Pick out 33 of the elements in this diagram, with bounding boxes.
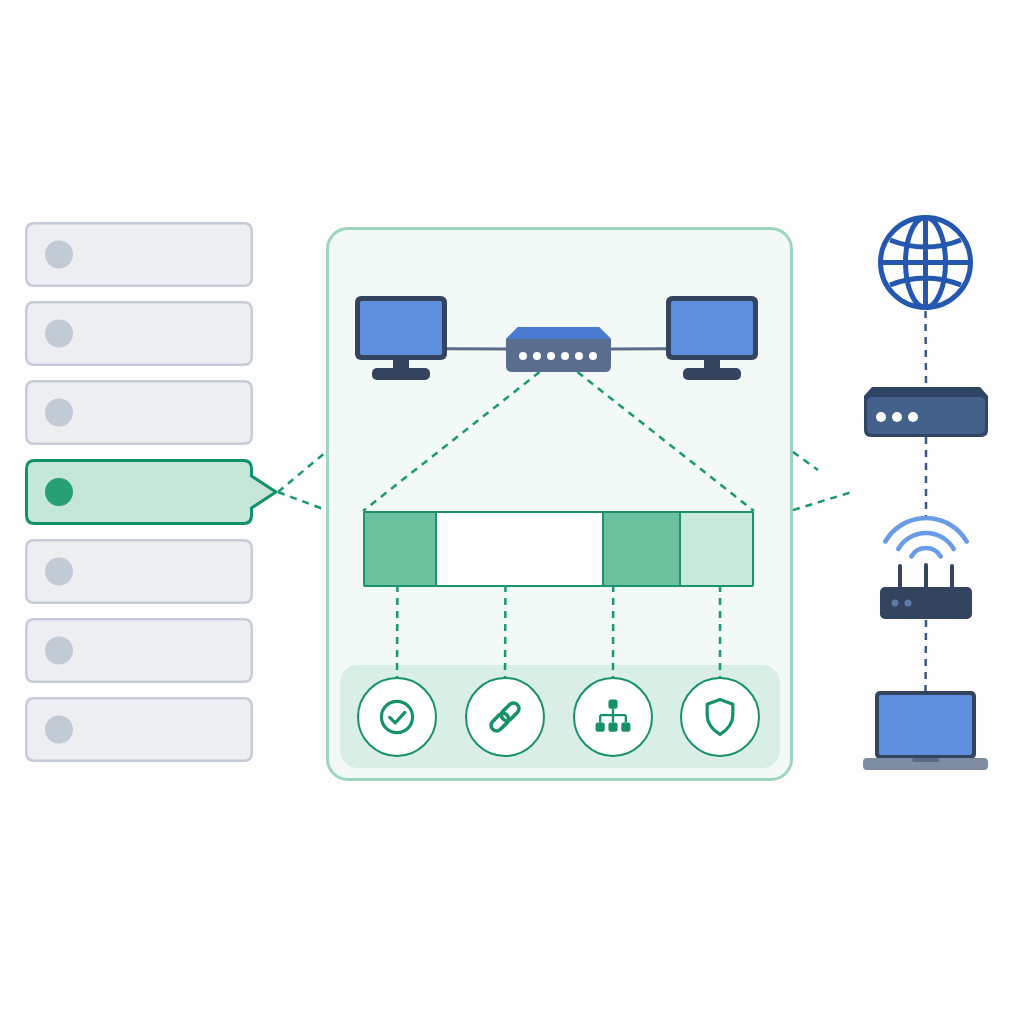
dashed-line	[576, 371, 755, 512]
icon-tray	[340, 665, 780, 768]
layer-bar	[25, 697, 253, 762]
monitor-icon	[355, 296, 447, 381]
dashed-line	[924, 620, 928, 691]
dashed-line	[792, 450, 819, 471]
dashed-line	[277, 450, 327, 493]
segmented-bar	[363, 511, 754, 587]
dashed-line	[924, 437, 928, 516]
zoom-panel	[326, 227, 793, 781]
layer-bar	[25, 301, 253, 366]
dashed-line	[362, 371, 541, 512]
layer-bar	[25, 618, 253, 683]
modem-icon	[864, 387, 988, 437]
selected-layer-bar	[25, 459, 278, 525]
monitor-icon	[666, 296, 758, 381]
layer-bar	[25, 539, 253, 604]
globe-icon	[877, 214, 974, 311]
dashed-line	[395, 585, 399, 677]
dashed-line	[611, 585, 615, 677]
laptop-icon	[863, 691, 988, 771]
bar-segment	[365, 513, 437, 585]
layer-bar	[25, 222, 253, 287]
wifi-router-icon	[878, 516, 974, 620]
network-switch-icon	[506, 327, 611, 372]
dashed-line	[718, 585, 722, 677]
bar-segment	[681, 513, 752, 585]
layer-bar	[25, 380, 253, 445]
bar-segment	[604, 513, 681, 585]
dashed-line	[503, 585, 507, 677]
connector-line	[611, 347, 666, 351]
connector-line	[447, 347, 506, 351]
dashed-line	[792, 490, 853, 512]
